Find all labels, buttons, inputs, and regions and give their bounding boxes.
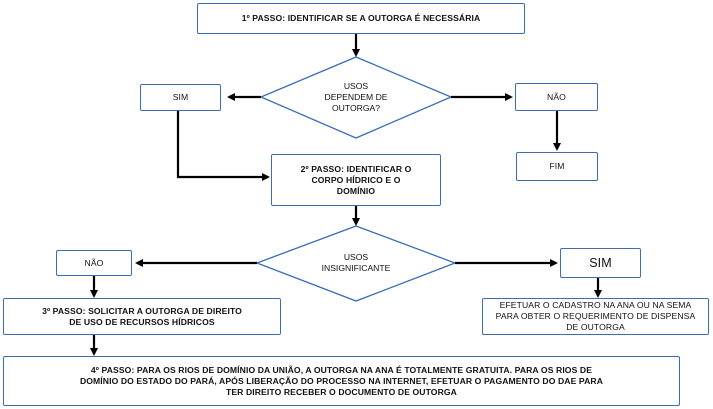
sim-box-1: SIM [140, 84, 221, 111]
fim-box: FIM [516, 152, 598, 181]
step2-box: 2º PASSO: IDENTIFICAR O CORPO HÍDRICO E … [271, 154, 441, 206]
nao-box-1: NÃO [515, 83, 598, 111]
decision-diamond-1 [259, 56, 453, 139]
decision-diamond-2 [255, 225, 457, 302]
decision1-text: USOS DEPENDEM DE OUTORGA? [324, 80, 388, 113]
sim-box-2: SIM [560, 248, 641, 278]
step4-box: 4º PASSO: PARA OS RIOS DE DOMÍNIO DA UNI… [3, 356, 680, 406]
step1-box: 1º PASSO: IDENTIFICAR SE A OUTORGA É NEC… [197, 3, 525, 34]
cadastro-box: EFETUAR O CADASTRO NA ANA OU NA SEMA PAR… [482, 298, 709, 335]
arrow-sim-to-step2 [176, 111, 270, 181]
step3-box: 3º PASSO: SOLICITAR A OUTORGA DE DIREITO… [3, 298, 281, 335]
nao-box-2: NÃO [56, 250, 132, 276]
decision2-text: USOS INSIGNIFICANTE [321, 252, 391, 273]
